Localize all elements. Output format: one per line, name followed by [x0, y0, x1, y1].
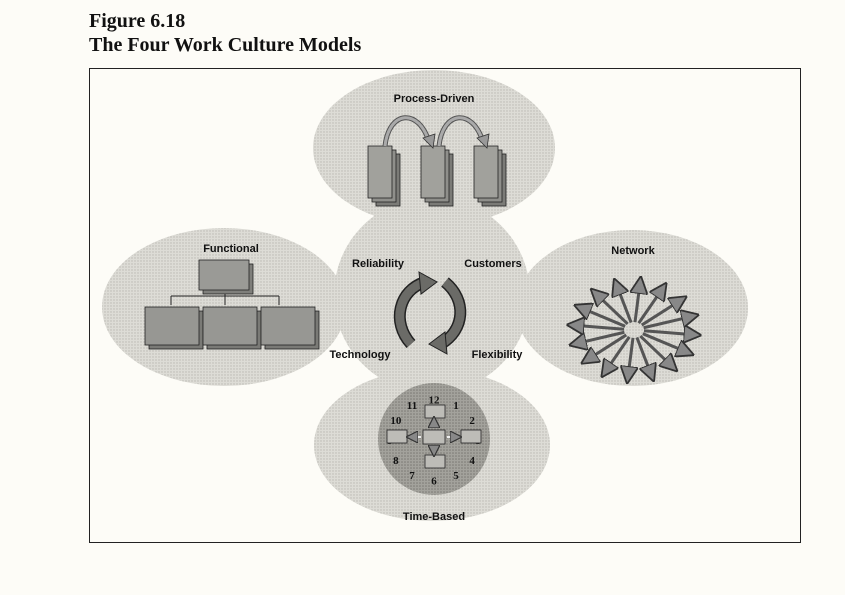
network-arrow: [637, 287, 664, 324]
functional-box-right: [260, 306, 320, 350]
clock-number: 4: [469, 455, 475, 467]
process-driven-label: Process-Driven: [394, 93, 475, 105]
figure-title: The Four Work Culture Models: [89, 34, 362, 56]
network-arrows: [572, 282, 695, 378]
clock-number: 6: [431, 475, 437, 487]
work-culture-diagram: Process-Driven: [102, 70, 748, 523]
network-arrow: [635, 282, 640, 323]
network-arrow: [579, 307, 626, 328]
time-based-label: Time-Based: [403, 511, 465, 523]
network-arrow: [639, 334, 673, 367]
network-arrow: [635, 336, 652, 376]
clock-box-bottom: [424, 454, 446, 469]
network-arrow: [616, 284, 633, 324]
network-arrow: [643, 331, 696, 335]
network-model: Network: [516, 230, 748, 386]
center-label-technology: Technology: [330, 349, 392, 361]
functional-box-left: [144, 306, 204, 350]
clock-number: 8: [393, 455, 399, 467]
network-arrow: [640, 299, 682, 327]
process-block-1: [367, 145, 401, 207]
process-block-3: [473, 145, 507, 207]
network-arrow: [628, 337, 633, 378]
network-arrow: [643, 316, 694, 330]
clock-box-center: [422, 429, 446, 445]
clock-number: 10: [390, 415, 402, 427]
network-arrow: [586, 333, 628, 361]
center-circle: [334, 197, 530, 393]
clock-number: 1: [453, 400, 459, 412]
figure-number: Figure 6.18: [89, 10, 186, 32]
process-driven-model: Process-Driven: [313, 70, 555, 226]
network-arrow: [575, 330, 625, 344]
functional-model: Functional: [102, 228, 346, 386]
functional-box-middle: [202, 306, 262, 350]
clock-box-right: [460, 429, 482, 444]
functional-label: Functional: [203, 243, 259, 255]
clock-box-top: [424, 404, 446, 419]
network-label: Network: [611, 245, 655, 257]
network-arrow: [605, 336, 631, 373]
functional-top-box: [198, 259, 254, 295]
network-arrow: [595, 293, 629, 326]
process-block-2: [420, 145, 454, 207]
center-label-customers: Customers: [464, 258, 521, 270]
clock-number: 12: [429, 395, 441, 407]
clock-number: 5: [453, 470, 459, 482]
network-arrow: [572, 325, 625, 329]
clock-number: 2: [469, 415, 475, 427]
cycle-arrows-icon: [393, 271, 467, 355]
time-based-model: Time-Based 121234567891011: [314, 369, 550, 523]
center-label-reliability: Reliability: [352, 258, 405, 270]
clock-box-left: [386, 429, 408, 444]
network-arrow: [642, 332, 689, 353]
clock-number: 7: [409, 470, 415, 482]
clock-number: 11: [407, 400, 417, 412]
center-label-flexibility: Flexibility: [472, 349, 524, 361]
